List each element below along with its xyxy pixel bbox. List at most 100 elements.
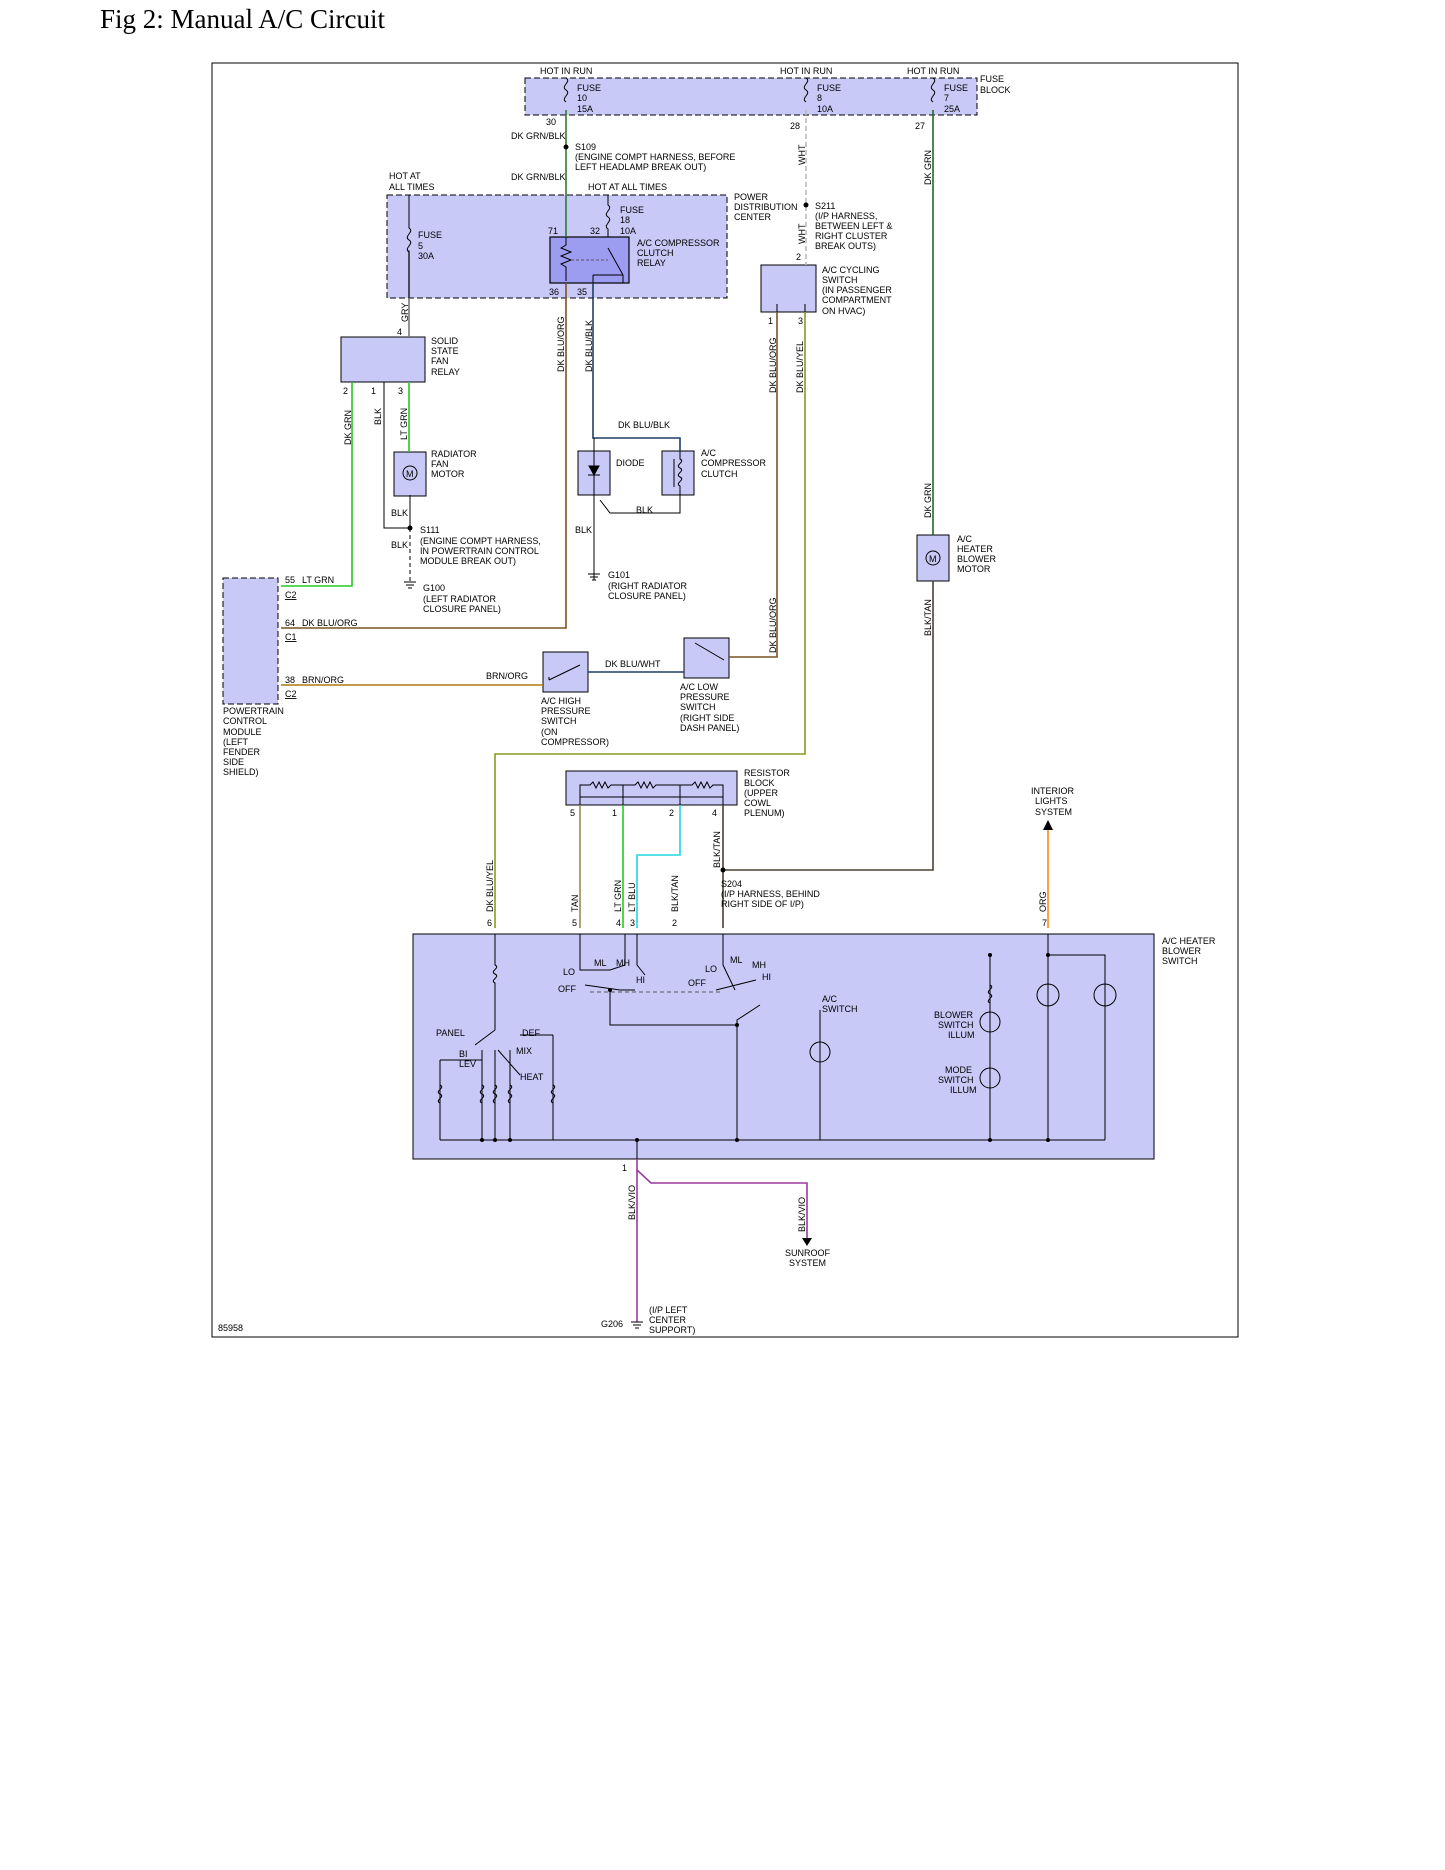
label-diagram-id: 85958 [218, 1323, 243, 1333]
label-pin55: 55 [285, 575, 295, 585]
label-f7-c: 25A [944, 104, 960, 114]
label-w-ltgrn-v2: LT GRN [613, 880, 623, 912]
label-w-dkgrn-v: DK GRN [343, 410, 353, 445]
wire-blk-ssr [383, 382, 411, 529]
label-sw-p4: 4 [616, 918, 621, 928]
label-w-dkbluorg-v2: DK BLU/ORG [768, 337, 778, 393]
label-pin2-cyc: 2 [796, 252, 801, 262]
label-c2-a: C2 [285, 590, 297, 600]
heater-blower-switch [412, 933, 1155, 1160]
motor-letter: M [406, 469, 414, 479]
label-w-blkvio-2: BLK/VIO [797, 1197, 807, 1232]
label-dkgrn-top: DK GRN [923, 150, 933, 185]
motor-icon [402, 465, 418, 481]
label-c1: C1 [285, 632, 297, 642]
label-w-blk-4: BLK [575, 525, 592, 535]
label-s204-b: RIGHT SIDE OF I/P) [721, 899, 804, 909]
label-ssr-4: RELAY [431, 367, 460, 377]
label-msi-2: SWITCH [938, 1075, 974, 1085]
label-pin1-ssr: 1 [371, 386, 376, 396]
ac-switch-illum-icon [809, 1041, 831, 1063]
label-s211-a: (I/P HARNESS, [815, 211, 877, 221]
label-lo-1: LO [563, 967, 575, 977]
label-s211-c: RIGHT CLUSTER [815, 231, 888, 241]
label-w-ltblu: LT BLU [627, 882, 637, 912]
hps-contact [548, 664, 581, 681]
label-w-ltgrn-h: LT GRN [302, 575, 334, 585]
label-pcm-6: SIDE [223, 757, 244, 767]
label-rfm-3: MOTOR [431, 469, 465, 479]
label-g206-c: SUPPORT) [649, 1325, 695, 1335]
label-wht-2: WHT [797, 223, 807, 244]
label-lo-2: LO [705, 964, 717, 974]
relay-contact [592, 247, 624, 283]
label-relay-3: RELAY [637, 258, 666, 268]
label-f10-a: FUSE [577, 83, 601, 93]
label-w-dkgrnblk-1: DK GRN/BLK [511, 131, 566, 141]
wire-dk-blu-yel [494, 312, 806, 928]
wire-lt-blu [636, 805, 681, 928]
label-w-blk-2: BLK [391, 508, 408, 518]
label-w-blk-3: BLK [391, 540, 408, 550]
interior-lights-arrow [1043, 820, 1053, 830]
label-w-dkbluwht: DK BLU/WHT [605, 659, 661, 669]
label-mh-2: MH [752, 960, 766, 970]
label-hot-in-run-3: HOT IN RUN [907, 66, 959, 76]
label-hps-2: PRESSURE [541, 706, 591, 716]
label-w-blk-v: BLK [373, 408, 383, 425]
label-lps-1: A/C LOW [680, 682, 719, 692]
ac-compressor-clutch-relay [549, 236, 630, 284]
wire-dk-blu-org-clutch [281, 283, 567, 629]
label-ils-2: LIGHTS [1035, 796, 1068, 806]
fuse-5-element [406, 195, 412, 298]
label-sun-1: SUNROOF [785, 1248, 831, 1258]
label-sw-p6: 6 [487, 918, 492, 928]
label-w-blktan-v2: BLK/TAN [712, 831, 722, 868]
label-clutch-1: A/C [701, 448, 717, 458]
wire-dk-blu-org-cycling [729, 312, 778, 658]
label-hot-in-run-2: HOT IN RUN [780, 66, 832, 76]
lamp-2-icon [1093, 983, 1117, 1007]
label-hot-in-run-1: HOT IN RUN [540, 66, 592, 76]
label-blower-4: MOTOR [957, 564, 991, 574]
label-lps-3: SWITCH [680, 702, 716, 712]
label-w-ltgrn-v: LT GRN [399, 408, 409, 440]
label-cyc-1: A/C CYCLING [822, 265, 880, 275]
label-w-blktan-v3: BLK/TAN [670, 875, 680, 912]
label-blower-2: HEATER [957, 544, 993, 554]
label-s211-b: BETWEEN LEFT & [815, 221, 892, 231]
label-def: DEF [522, 1028, 541, 1038]
relay-coil [559, 237, 573, 281]
label-pin3-ssr: 3 [398, 386, 403, 396]
label-pin71: 71 [548, 226, 558, 236]
wire-blk-tan-blower [723, 581, 934, 871]
label-w-blk-h: BLK [636, 505, 653, 515]
label-pcm-4: (LEFT [223, 737, 249, 747]
wire-blk-vio-sunroof [636, 1169, 808, 1238]
label-pcm-7: SHIELD) [223, 767, 259, 777]
ground-g101-symbol [588, 573, 600, 581]
fuse-10-element [563, 77, 569, 103]
label-relay-2: CLUTCH [637, 248, 674, 258]
label-hot-all-1: HOT AT [389, 171, 421, 181]
label-cyc-4: COMPARTMENT [822, 295, 892, 305]
fuse-18-element [605, 195, 611, 237]
label-s111-b: IN POWERTRAIN CONTROL [420, 546, 539, 556]
label-pcm-1: POWERTRAIN [223, 706, 284, 716]
blower-switch-illum-icon [979, 1011, 1001, 1033]
label-hi-1: HI [636, 975, 645, 985]
label-w-dkblublk-v: DK BLU/BLK [584, 320, 594, 372]
label-acsw-1: A/C [822, 994, 838, 1004]
label-g100-a: (LEFT RADIATOR [423, 594, 497, 604]
label-bsi-1: BLOWER [934, 1010, 974, 1020]
label-s109-b: LEFT HEADLAMP BREAK OUT) [575, 162, 706, 172]
label-w-dkgrnblk-2: DK GRN/BLK [511, 172, 566, 182]
label-w-tan: TAN [570, 895, 580, 912]
label-hps-3: SWITCH [541, 716, 577, 726]
label-c2-b: C2 [285, 689, 297, 699]
clutch-coil [673, 451, 683, 496]
label-g101-b: CLOSURE PANEL) [608, 591, 686, 601]
label-heat: HEAT [520, 1072, 544, 1082]
label-g101: G101 [608, 570, 630, 580]
